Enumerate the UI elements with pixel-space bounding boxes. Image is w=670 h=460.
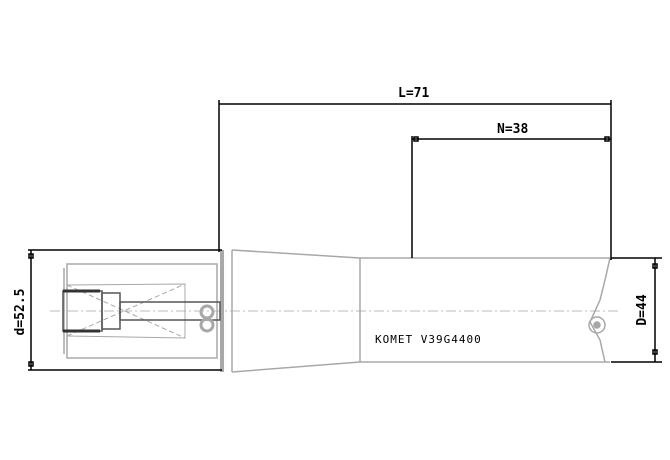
insert-screw-icon: [588, 316, 606, 334]
cutting-diameter-label: D=44: [635, 294, 650, 325]
shank-diameter-label: d=52.5: [13, 289, 28, 336]
overall-length-label: L=71: [398, 86, 429, 101]
tool-marking: KOMET V39G4400: [375, 333, 482, 346]
usable-length-label: N=38: [497, 122, 528, 137]
tool-body: [220, 249, 611, 373]
dimension-lines: [28, 100, 662, 371]
shank-detail: [62, 263, 221, 359]
